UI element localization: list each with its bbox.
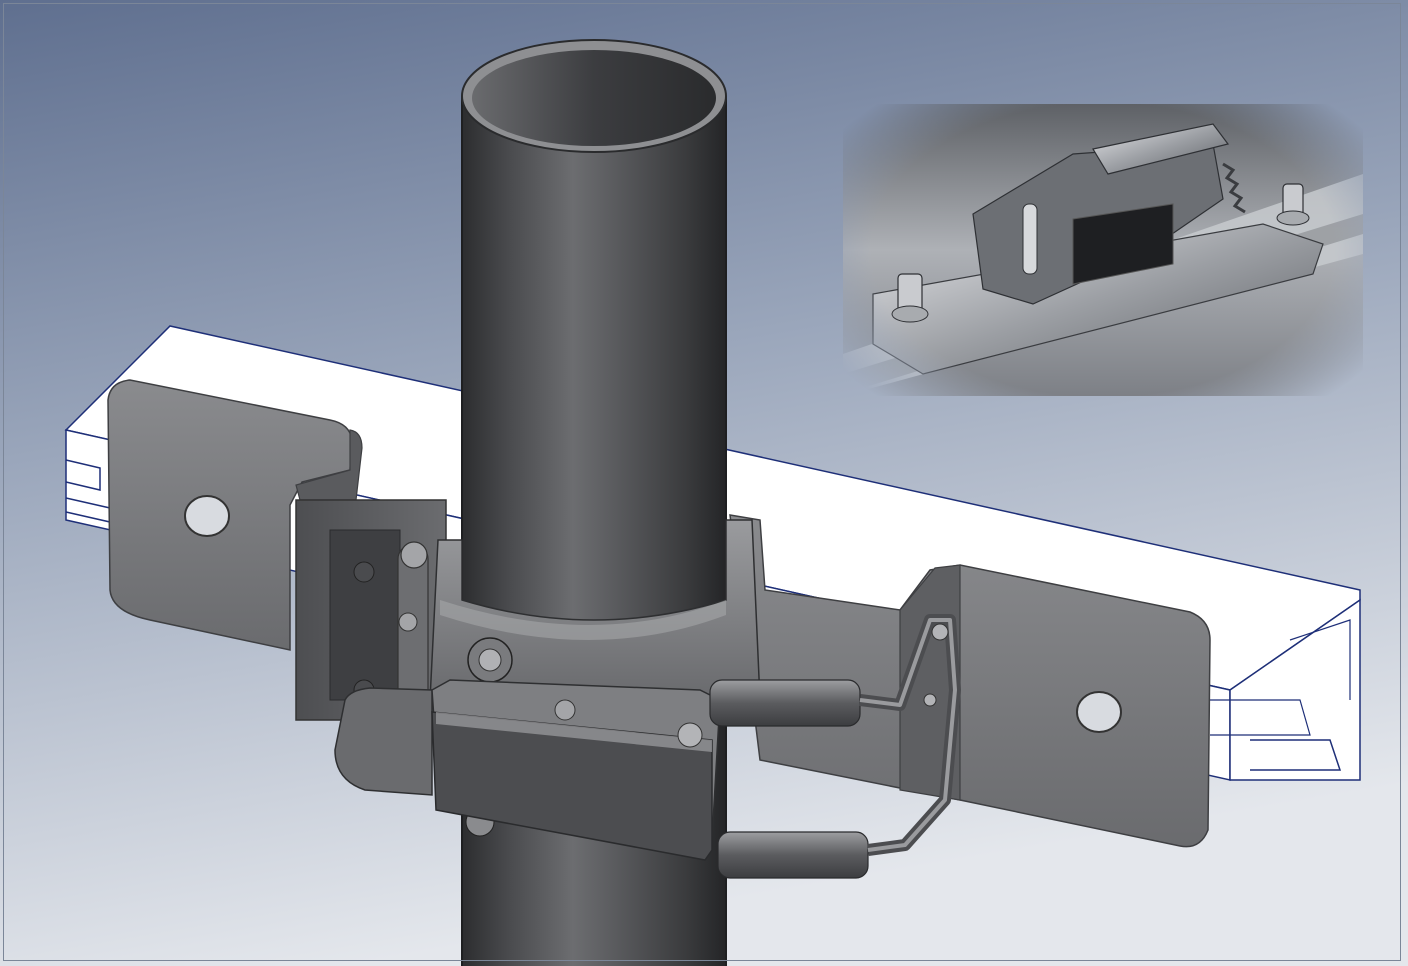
mounting-hole (1076, 691, 1122, 733)
latch-box (334, 679, 721, 861)
left-bracket (107, 379, 447, 721)
mounting-hole (184, 495, 230, 537)
product-photo-inset (843, 104, 1363, 396)
tension-springs (709, 614, 961, 879)
